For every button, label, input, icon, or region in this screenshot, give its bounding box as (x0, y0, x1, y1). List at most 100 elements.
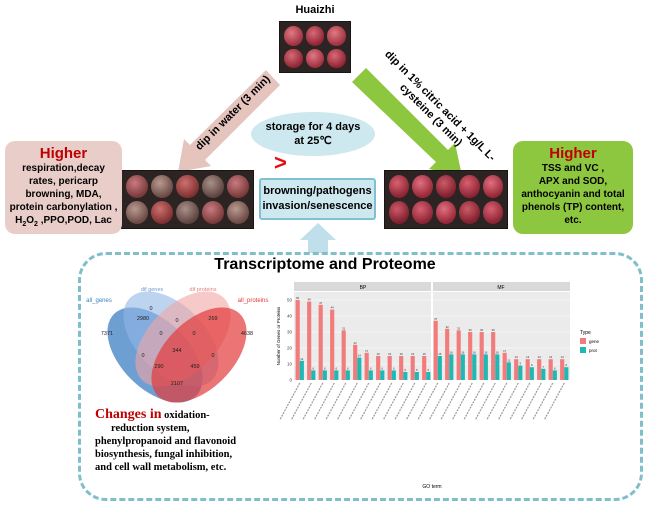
bar-value-label: 6 (347, 366, 349, 370)
bar-value-label: 15 (377, 352, 381, 356)
venn-count-dif-genes-only: 2980 (137, 316, 149, 322)
bar-gene (307, 301, 312, 380)
bar-gene (514, 359, 519, 380)
bar-value-label: 13 (538, 355, 542, 359)
facet-strip-mf (433, 282, 570, 291)
litchi-fruit (176, 201, 199, 224)
bar-value-label: 6 (336, 366, 338, 370)
bar-value-label: 9 (520, 362, 522, 366)
venn-count-bottom: 2107 (171, 381, 183, 387)
bar-value-label: 11 (507, 358, 510, 362)
bar-value-label: 32 (446, 325, 450, 329)
y-tick-label: 20 (287, 346, 293, 351)
x-category-label (440, 382, 462, 421)
y-tick-label: 50 (287, 298, 293, 303)
x-category-label (371, 382, 393, 421)
bar-value-label: 6 (393, 366, 395, 370)
litchi-fruit (412, 201, 433, 224)
bar-value-label: 14 (358, 354, 362, 358)
venn-count-dif-proteins-only: 269 (208, 316, 217, 322)
litchi-fruit (284, 26, 303, 46)
litchi-fruit (226, 175, 249, 198)
bar-gene (548, 359, 553, 380)
bar-prot (299, 360, 304, 380)
bar-gene (295, 300, 300, 380)
bar-prot (391, 370, 396, 380)
right-line-3: anthocyanin and total (521, 189, 625, 200)
litchi-fruit (482, 201, 503, 224)
bar-prot (518, 365, 523, 380)
left-line-1: respiration,decay (22, 163, 105, 174)
litchi-fruit (389, 201, 410, 224)
changes-line-4: biosynthesis, fungal inhibition, (95, 449, 233, 460)
bar-value-label: 13 (515, 355, 519, 359)
bar-gene (341, 330, 346, 380)
litchi-fruit (459, 175, 480, 198)
venn-count-lower-right: 459 (190, 364, 199, 370)
x-category-label (359, 382, 381, 421)
bar-value-label: 16 (450, 350, 454, 354)
x-category-label (279, 382, 301, 421)
bar-value-label: 13 (549, 355, 553, 359)
venn-count-all-genes-only: 7371 (101, 331, 113, 337)
bar-value-label: 31 (342, 326, 346, 330)
right-higher-heading: Higher (549, 145, 597, 162)
litchi-fruit (482, 175, 503, 198)
bar-prot (437, 356, 442, 380)
x-category-label (486, 382, 508, 421)
bar-prot (449, 354, 454, 380)
bar-prot (426, 372, 431, 380)
bar-gene (525, 359, 530, 380)
venn-label-all-proteins: all_proteins (238, 298, 269, 304)
right-line-5: etc. (564, 215, 582, 226)
venn-count-left-inner: 0 (141, 353, 144, 359)
fresh-litchi-photo (279, 21, 351, 73)
legend-swatch-prot (580, 347, 586, 353)
bar-value-label: 50 (296, 296, 300, 300)
bar-gene (422, 356, 427, 380)
water-higher-box: Higher respiration,decay rates, pericarp… (5, 141, 122, 234)
x-category-label (428, 382, 450, 421)
venn-count-mid-right: 0 (192, 331, 195, 337)
litchi-fruit (201, 201, 224, 224)
venn-count-dif-genes-dif-proteins: 0 (175, 318, 178, 324)
venn-label-all-genes: all_genes (86, 298, 112, 304)
bar-gene (479, 332, 484, 380)
bar-gene (445, 328, 450, 380)
right-line-4: phenols (TP) content, (521, 202, 625, 213)
bar-gene (364, 352, 369, 380)
bar-prot (322, 370, 327, 380)
x-category-label (543, 382, 565, 421)
bar-prot (414, 372, 419, 380)
venn-count-all-proteins-only: 4638 (241, 331, 253, 337)
bar-prot (552, 370, 557, 380)
litchi-fruit (435, 175, 457, 198)
bar-gene (468, 332, 473, 380)
bar-value-label: 30 (480, 328, 484, 332)
bar-value-label: 16 (473, 350, 477, 354)
bar-value-label: 16 (484, 350, 488, 354)
omics-up-arrow (300, 223, 336, 253)
bar-gene (560, 359, 565, 380)
left-line-3: browning, MDA, (25, 189, 102, 200)
bar-prot (506, 362, 511, 380)
litchi-fruit (327, 48, 346, 68)
litchi-fruit (389, 175, 410, 198)
bar-value-label: 15 (423, 352, 427, 356)
venn-diagram: all_genes dif genes dif proteins all_pro… (86, 287, 269, 403)
greater-than-sign: > (274, 150, 287, 175)
bar-value-label: 30 (492, 328, 496, 332)
litchi-fruit (459, 201, 480, 224)
bar-prot (495, 354, 500, 380)
x-category-label (509, 382, 531, 421)
bar-value-label: 15 (411, 352, 415, 356)
storage-condition: storage for 4 days at 25℃ (251, 112, 375, 156)
bar-prot (368, 370, 373, 380)
bar-prot (345, 370, 350, 380)
venn-all-proteins (151, 307, 247, 403)
facet-strip-bp (294, 282, 431, 291)
x-category-label (463, 382, 485, 421)
changes-line-1: Changes in oxidation- (95, 407, 210, 422)
bar-value-label: 15 (388, 352, 392, 356)
